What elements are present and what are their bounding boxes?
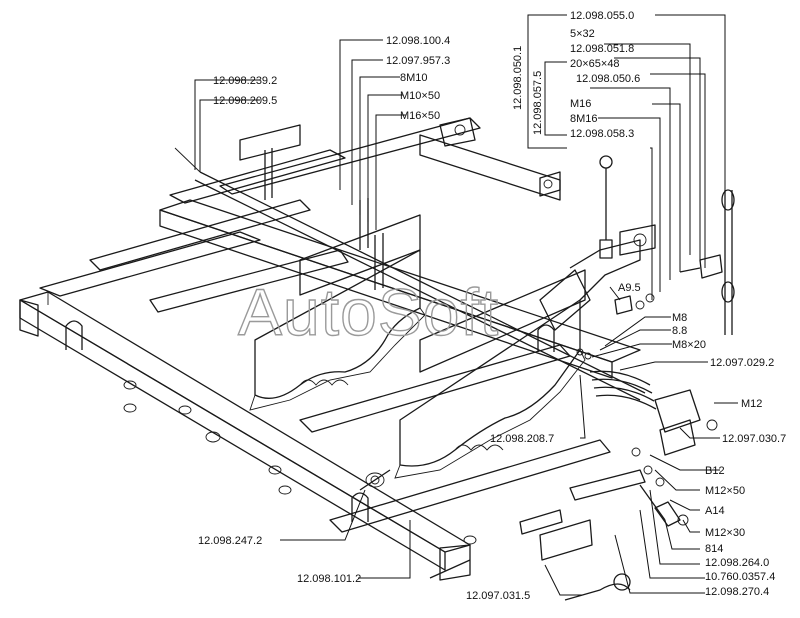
label-vertical-12-098-057-5: 12.098.057.5 <box>532 71 544 135</box>
label-part-12-098-058-3: 12.098.058.3 <box>570 128 634 140</box>
label-8m16: 8M16 <box>570 113 598 125</box>
label-8-8: 8.8 <box>672 325 687 337</box>
label-part-12-098-209-5: 12.098.209.5 <box>213 95 277 107</box>
watermark: AutoSoft <box>238 275 499 349</box>
label-m16x50: M16×50 <box>400 110 440 122</box>
label-part-12-098-239-2: 12.098.239.2 <box>213 75 277 87</box>
label-vertical-12-098-050-1: 12.098.050.1 <box>512 46 524 110</box>
label-size-5x32: 5×32 <box>570 28 595 40</box>
label-part-12-097-957-3: 12.097.957.3 <box>386 55 450 67</box>
label-size-20x65x48: 20×65×48 <box>570 58 620 70</box>
label-part-12-097-031-5: 12.097.031.5 <box>466 590 530 602</box>
label-8m10: 8M10 <box>400 72 428 84</box>
label-part-12-098-247-2: 12.098.247.2 <box>198 535 262 547</box>
label-m16: M16 <box>570 98 591 110</box>
label-m12x30: M12×30 <box>705 527 745 539</box>
label-a9-5: A9.5 <box>618 282 641 294</box>
label-part-12-097-029-2: 12.097.029.2 <box>710 357 774 369</box>
label-part-12-098-050-6: 12.098.050.6 <box>576 73 640 85</box>
label-part-12-098-208-7: 12.098.208.7 <box>490 433 554 445</box>
label-814: 814 <box>705 543 723 555</box>
label-m10x50: M10×50 <box>400 90 440 102</box>
part-labels: 12.098.055.0 5×32 12.098.051.8 20×65×48 … <box>198 10 786 602</box>
label-m8x20: M8×20 <box>672 339 706 351</box>
label-part-12-098-051-8: 12.098.051.8 <box>570 43 634 55</box>
label-m8: M8 <box>672 312 687 324</box>
label-b12: B12 <box>705 465 725 477</box>
label-part-10-760-0357-4: 10.760.0357.4 <box>705 571 775 583</box>
label-part-12-098-264-0: 12.098.264.0 <box>705 557 769 569</box>
label-part-12-098-055-0: 12.098.055.0 <box>570 10 634 22</box>
chassis-frame-drawing <box>19 117 735 601</box>
leader-lines <box>194 14 738 596</box>
label-m12: M12 <box>741 398 762 410</box>
label-part-12-098-100-4: 12.098.100.4 <box>386 35 450 47</box>
label-part-12-098-270-4: 12.098.270.4 <box>705 586 769 598</box>
label-part-12-098-101-2: 12.098.101.2 <box>297 573 361 585</box>
label-part-12-097-030-7: 12.097.030.7 <box>722 433 786 445</box>
label-a14: A14 <box>705 505 725 517</box>
label-m12x50: M12×50 <box>705 485 745 497</box>
